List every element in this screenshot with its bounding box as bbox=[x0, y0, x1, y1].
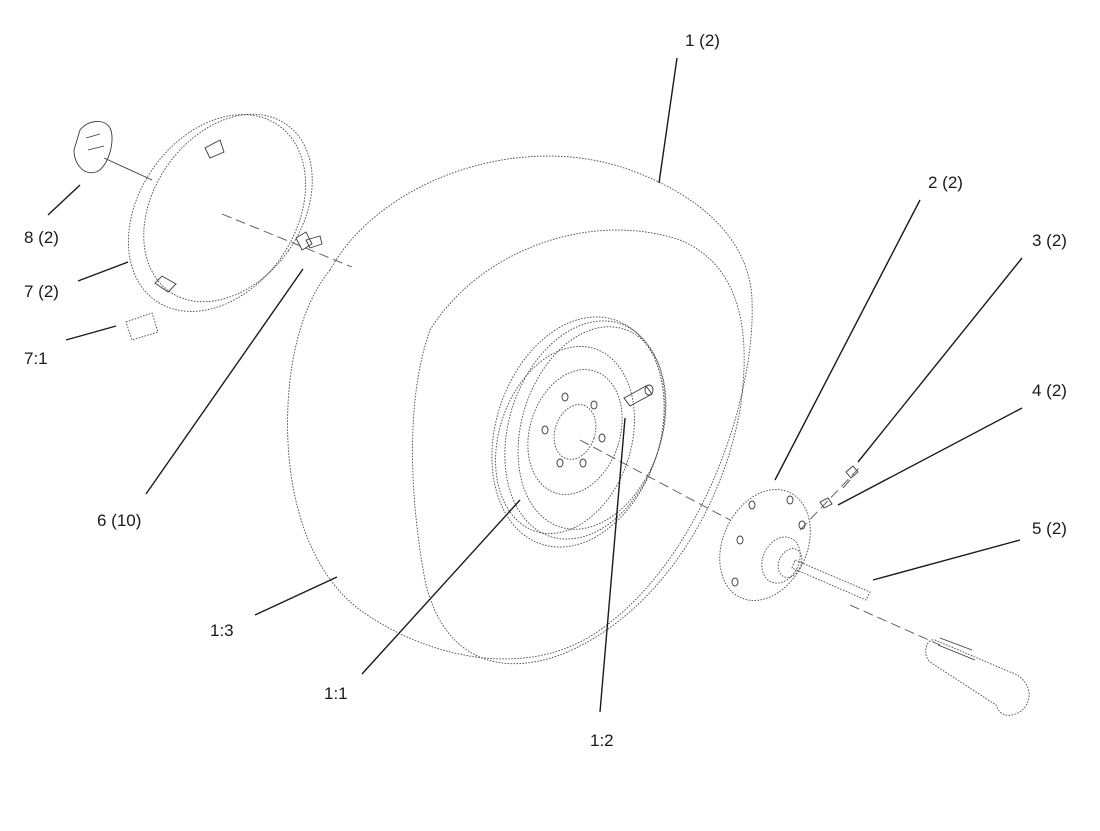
callout-2: 2 (2) bbox=[928, 173, 963, 192]
motor-shaft bbox=[925, 637, 1030, 716]
callout-1-3: 1:3 bbox=[210, 621, 234, 640]
callout-4: 4 (2) bbox=[1032, 381, 1067, 400]
bolt-part bbox=[295, 231, 323, 251]
callout-1-2: 1:2 bbox=[590, 731, 614, 750]
callout-6: 6 (10) bbox=[97, 511, 141, 530]
callout-7-1: 7:1 bbox=[24, 349, 48, 368]
clip-part bbox=[73, 121, 113, 174]
callout-5: 5 (2) bbox=[1032, 519, 1067, 538]
rim-bolt-holes bbox=[541, 392, 606, 468]
assembly-centerlines bbox=[221, 213, 941, 646]
tire bbox=[287, 155, 753, 665]
callout-3: 3 (2) bbox=[1032, 231, 1067, 250]
cover-ring bbox=[127, 113, 313, 312]
wheel-hub bbox=[719, 489, 811, 601]
callout-8: 8 (2) bbox=[24, 228, 59, 247]
grease-fitting bbox=[842, 465, 859, 489]
callout-1-1: 1:1 bbox=[324, 684, 348, 703]
callout-1: 1 (2) bbox=[685, 31, 720, 50]
decal-label bbox=[125, 312, 159, 341]
callout-7: 7 (2) bbox=[24, 282, 59, 301]
valve-stem bbox=[623, 384, 654, 407]
callout-labels: 1 (2) 2 (2) 3 (2) 4 (2) 5 (2) 6 (10) 7 (… bbox=[24, 31, 1067, 750]
leader-lines bbox=[47, 57, 1023, 713]
shaft-key bbox=[791, 559, 871, 601]
